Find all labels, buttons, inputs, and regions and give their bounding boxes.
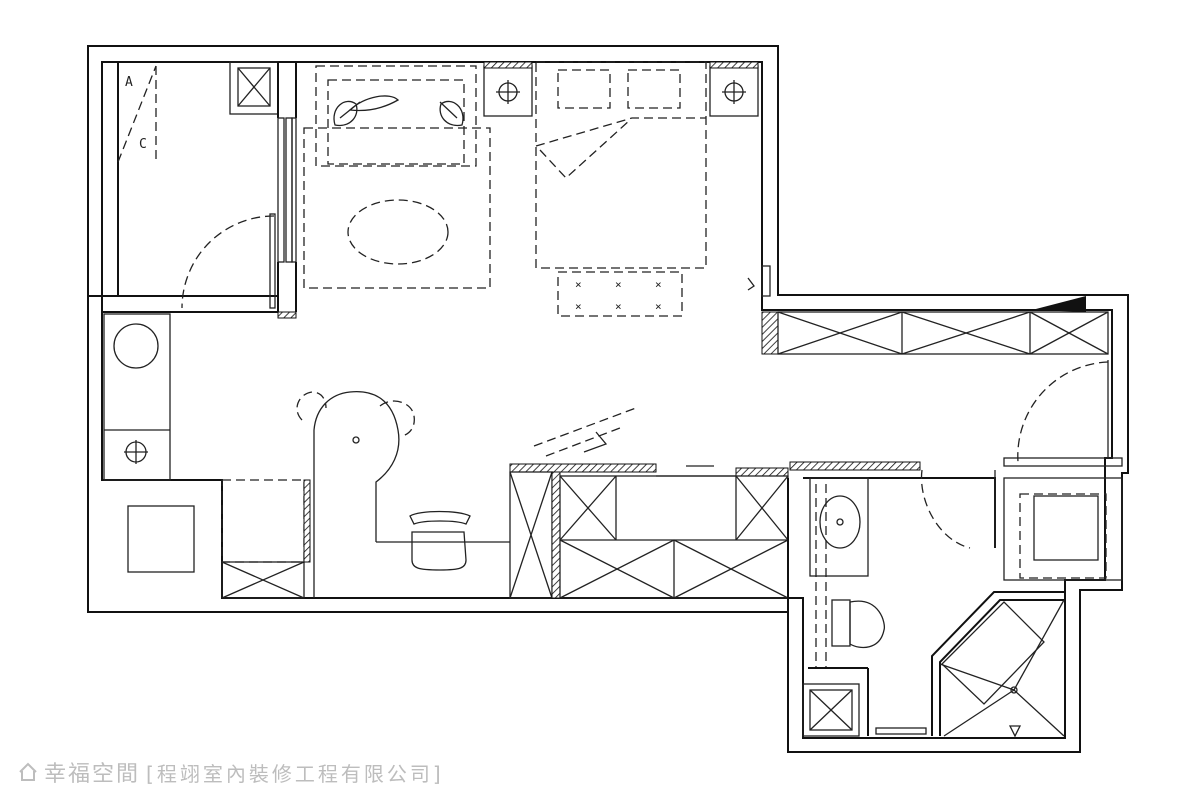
entry-door xyxy=(1003,360,1123,467)
nightstands xyxy=(483,61,759,117)
svg-text:×: × xyxy=(655,278,662,291)
desk-island xyxy=(296,391,510,598)
bathroom xyxy=(787,461,1123,738)
sofa-area xyxy=(303,65,491,289)
closet-area: A C xyxy=(88,61,279,313)
closet-label-c: C xyxy=(139,137,147,152)
rug-marks: × × × × × × xyxy=(575,278,662,313)
watermark-company-text: [程翊室內裝修工程有限公司] xyxy=(146,761,444,786)
partition-wall xyxy=(277,62,297,319)
svg-text:×: × xyxy=(615,300,622,313)
closet-label-a: A xyxy=(125,75,133,90)
outer-walls xyxy=(87,45,1129,753)
svg-text:×: × xyxy=(655,300,662,313)
kitchen xyxy=(103,313,171,481)
ac-unit xyxy=(747,265,771,297)
fridge-block xyxy=(127,479,311,599)
svg-text:×: × xyxy=(615,278,622,291)
tv-cabinet xyxy=(509,407,789,599)
svg-text:×: × xyxy=(575,278,582,291)
watermark-logo-text: 幸福空間 xyxy=(44,762,141,787)
bed: × × × × × × xyxy=(535,61,707,317)
svg-text:×: × xyxy=(575,300,582,313)
watermark: 幸福空間 [程翊室內裝修工程有限公司] xyxy=(18,757,444,787)
house-logo-icon xyxy=(19,762,37,781)
wardrobe-right xyxy=(761,296,1109,355)
